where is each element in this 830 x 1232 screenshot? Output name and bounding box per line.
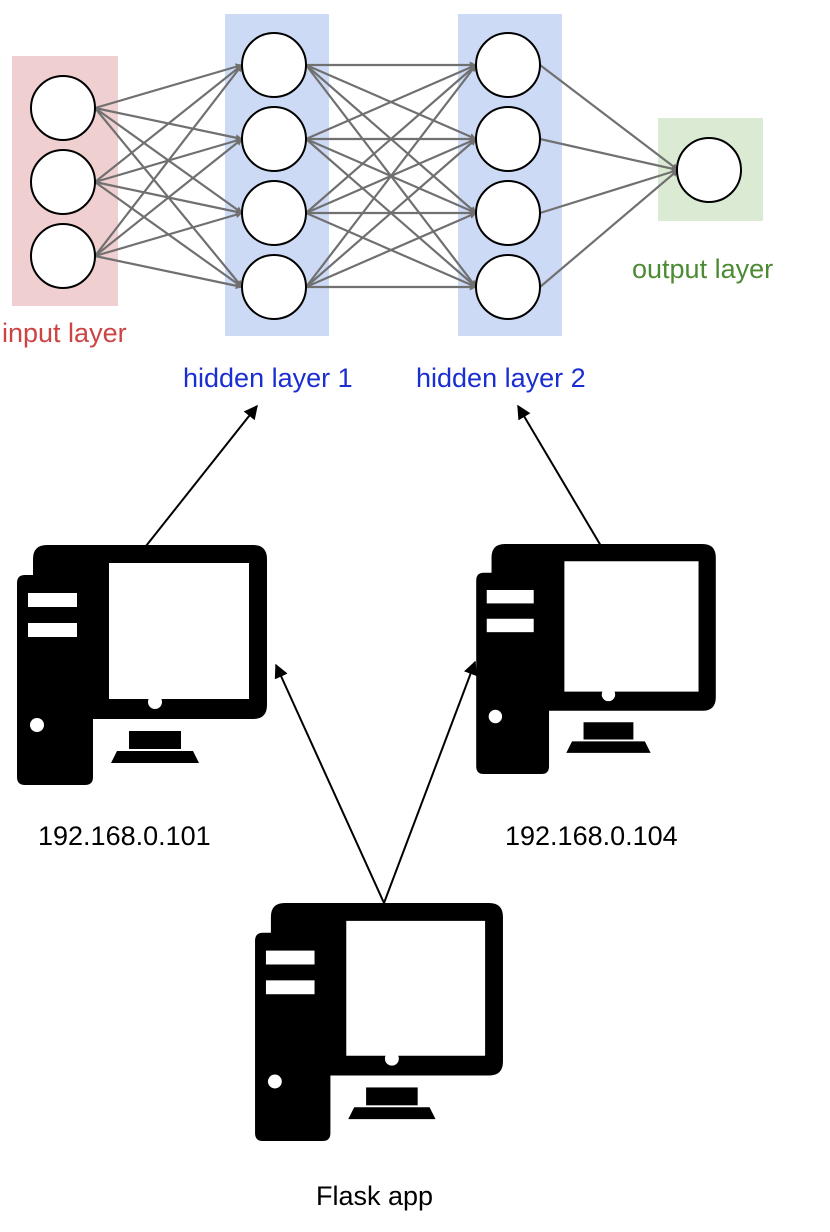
output-layer-neurons xyxy=(676,137,742,203)
arrow-flask-to-node2 xyxy=(383,660,478,904)
connection xyxy=(94,64,243,183)
hidden-layer-2-label: hidden layer 2 xyxy=(416,363,586,393)
hidden1-neuron xyxy=(241,254,307,320)
connection xyxy=(539,168,679,215)
arrow-node1-to-hidden-layer-1 xyxy=(145,404,258,547)
connection xyxy=(94,211,243,258)
connection xyxy=(94,64,243,257)
hidden2-neuron xyxy=(475,32,541,98)
connections-hidden1-to-hidden2 xyxy=(305,61,477,291)
connection xyxy=(539,137,679,173)
output-layer-label: output layer xyxy=(632,254,773,284)
hidden-layer-2-neurons xyxy=(475,32,541,320)
hidden-layer-1-label: hidden layer 1 xyxy=(183,363,353,393)
output-neuron xyxy=(676,137,742,203)
connection xyxy=(305,211,477,289)
connections-hidden2-to-output xyxy=(539,64,679,288)
connection xyxy=(539,64,679,171)
desktop-computer-icon xyxy=(255,903,503,1141)
hidden2-neuron xyxy=(475,180,541,246)
hidden1-neuron xyxy=(241,32,307,98)
connection xyxy=(94,63,243,110)
flask-app-label: Flask app xyxy=(316,1181,433,1211)
machine-192-168-0-104: 192.168.0.104 xyxy=(476,544,716,851)
hidden1-neuron xyxy=(241,106,307,172)
machine-192-168-0-101: 192.168.0.101 xyxy=(17,545,267,851)
input-neuron xyxy=(30,223,96,289)
input-neuron xyxy=(30,149,96,215)
input-neuron xyxy=(30,75,96,141)
connection xyxy=(94,254,243,290)
connection xyxy=(305,64,477,288)
hidden2-neuron xyxy=(475,254,541,320)
desktop-computer-icon xyxy=(476,544,716,774)
machine-flask-app: Flask app xyxy=(255,903,503,1211)
connection xyxy=(539,169,679,288)
connections-input-to-hidden1 xyxy=(94,63,243,290)
connection xyxy=(305,64,477,214)
connection xyxy=(305,63,477,141)
machine-to-layer-arrows xyxy=(145,404,602,904)
hidden-layer-1-neurons xyxy=(241,32,307,320)
arrow-node2-to-hidden-layer-2 xyxy=(517,404,602,547)
machine-ip-label: 192.168.0.101 xyxy=(38,821,211,851)
input-layer-label: input layer xyxy=(2,318,127,348)
machine-ip-label: 192.168.0.104 xyxy=(505,821,678,851)
input-layer-neurons xyxy=(30,75,96,289)
hidden2-neuron xyxy=(475,106,541,172)
connection xyxy=(94,138,243,257)
desktop-computer-icon xyxy=(17,545,267,785)
connection xyxy=(305,138,477,288)
arrow-flask-to-node1 xyxy=(274,663,385,904)
hidden1-neuron xyxy=(241,180,307,246)
